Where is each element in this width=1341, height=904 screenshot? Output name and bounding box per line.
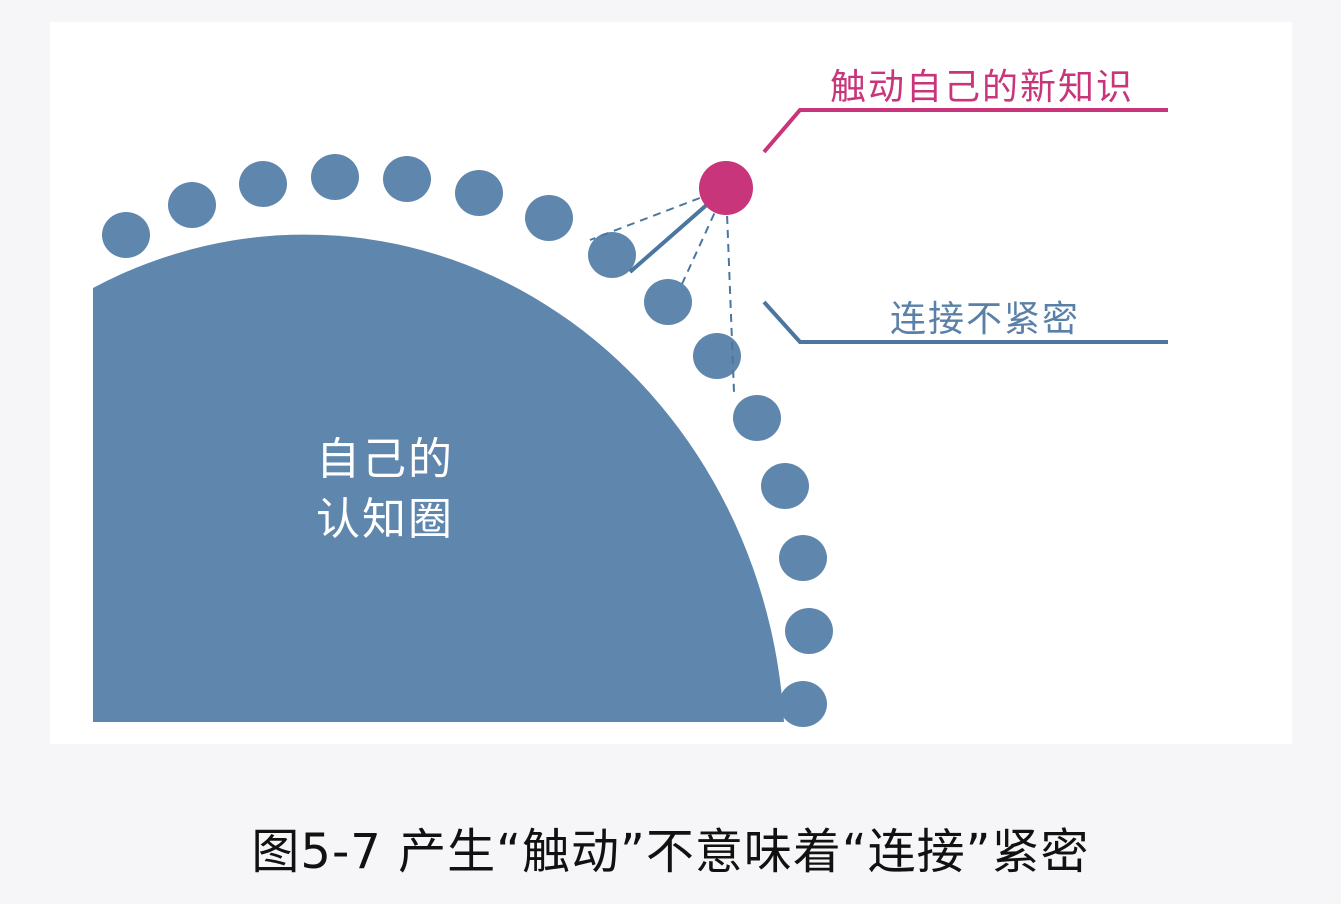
knowledge-node [168, 182, 216, 228]
cognition-circle-label: 自己的 认知圈 [280, 430, 490, 550]
cognition-diagram [93, 108, 1168, 727]
knowledge-node [693, 333, 741, 379]
cognition-circle [93, 234, 784, 722]
knowledge-node [311, 154, 359, 200]
figure-panel: 自己的 认知圈 触动自己的新知识 连接不紧密 [50, 22, 1292, 744]
callout-line-loose-connection [762, 300, 1168, 344]
knowledge-node [779, 535, 827, 581]
dashed-connection-line [589, 187, 727, 241]
knowledge-node [455, 170, 503, 216]
knowledge-node [779, 681, 827, 727]
knowledge-node [102, 212, 150, 258]
knowledge-node [239, 161, 287, 207]
callout-new-knowledge-label: 触动自己的新知识 [830, 67, 1135, 108]
knowledge-node [644, 279, 692, 325]
callout-line-new-knowledge [762, 108, 1168, 154]
new-knowledge-node [699, 161, 753, 215]
knowledge-node [383, 156, 431, 202]
knowledge-node [785, 608, 833, 654]
circle-label-line2: 认知圈 [316, 494, 454, 545]
callout-loose-connection-label: 连接不紧密 [890, 299, 1081, 340]
knowledge-node [525, 195, 573, 241]
dashed-connection-line [725, 187, 735, 393]
figure-caption: 图5-7 产生“触动”不意味着“连接”紧密 [251, 824, 1090, 880]
knowledge-node [588, 232, 636, 278]
knowledge-node [761, 463, 809, 509]
knowledge-node [733, 395, 781, 441]
knowledge-nodes [102, 154, 833, 727]
circle-label-line1: 自己的 [316, 434, 454, 485]
